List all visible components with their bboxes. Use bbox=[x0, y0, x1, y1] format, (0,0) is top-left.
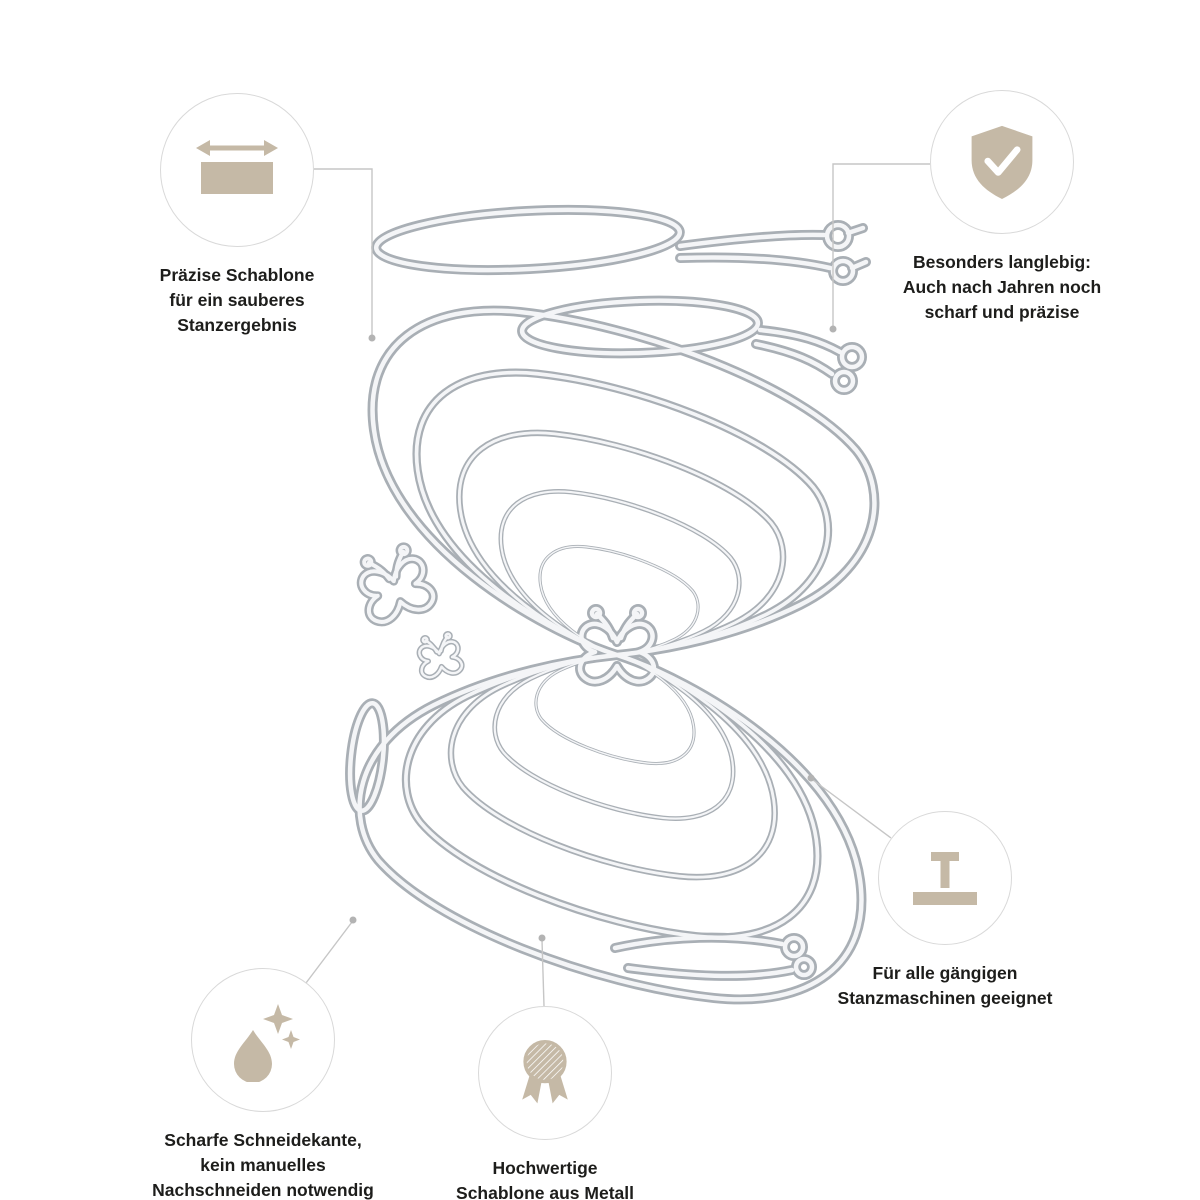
callout-line-durability bbox=[832, 163, 930, 327]
feature-sharp-edge: Scharfe Schneidekante, kein manuelles Na… bbox=[113, 968, 413, 1200]
feature-durability-label: Besonders langlebig: Auch nach Jahren no… bbox=[902, 252, 1102, 322]
callout-dot-precision bbox=[368, 334, 376, 342]
feature-durability: Besonders langlebig: Auch nach Jahren no… bbox=[852, 90, 1152, 325]
feature-durability-badge bbox=[930, 90, 1074, 234]
callout-line-compatibility bbox=[812, 779, 892, 839]
droplet-shine-icon bbox=[234, 1004, 300, 1082]
feature-compatibility: Für alle gängigen Stanzmaschinen geeigne… bbox=[795, 811, 1095, 1011]
feature-quality: Hochwertige Schablone aus Metall bbox=[395, 1006, 695, 1200]
shield-check-icon bbox=[971, 125, 1033, 200]
feature-precision: Präzise Schablone für ein sauberes Stanz… bbox=[77, 93, 397, 338]
callout-dot-compatibility bbox=[807, 774, 815, 782]
medal-icon bbox=[522, 1039, 568, 1104]
callout-line-precision bbox=[314, 168, 373, 336]
callout-dot-durability bbox=[829, 325, 837, 333]
callout-dot-sharp-edge bbox=[349, 916, 357, 924]
feature-sharp-edge-badge bbox=[191, 968, 335, 1112]
feature-quality-badge bbox=[478, 1006, 612, 1140]
feature-compatibility-label: Für alle gängigen Stanzmaschinen geeigne… bbox=[837, 963, 1053, 1008]
feature-precision-badge bbox=[160, 93, 314, 247]
feature-precision-label: Präzise Schablone für ein sauberes Stanz… bbox=[159, 265, 315, 335]
callout-line-quality bbox=[541, 939, 545, 1007]
width-arrows-icon bbox=[196, 140, 278, 194]
callout-lines bbox=[305, 163, 930, 1007]
feature-compatibility-badge bbox=[878, 811, 1012, 945]
die-press-icon bbox=[913, 852, 977, 905]
feature-sharp-edge-label: Scharfe Schneidekante, kein manuelles Na… bbox=[152, 1130, 374, 1200]
callout-dot-quality bbox=[538, 934, 546, 942]
callout-line-sharp-edge bbox=[305, 921, 353, 984]
feature-quality-label: Hochwertige Schablone aus Metall bbox=[456, 1158, 634, 1200]
